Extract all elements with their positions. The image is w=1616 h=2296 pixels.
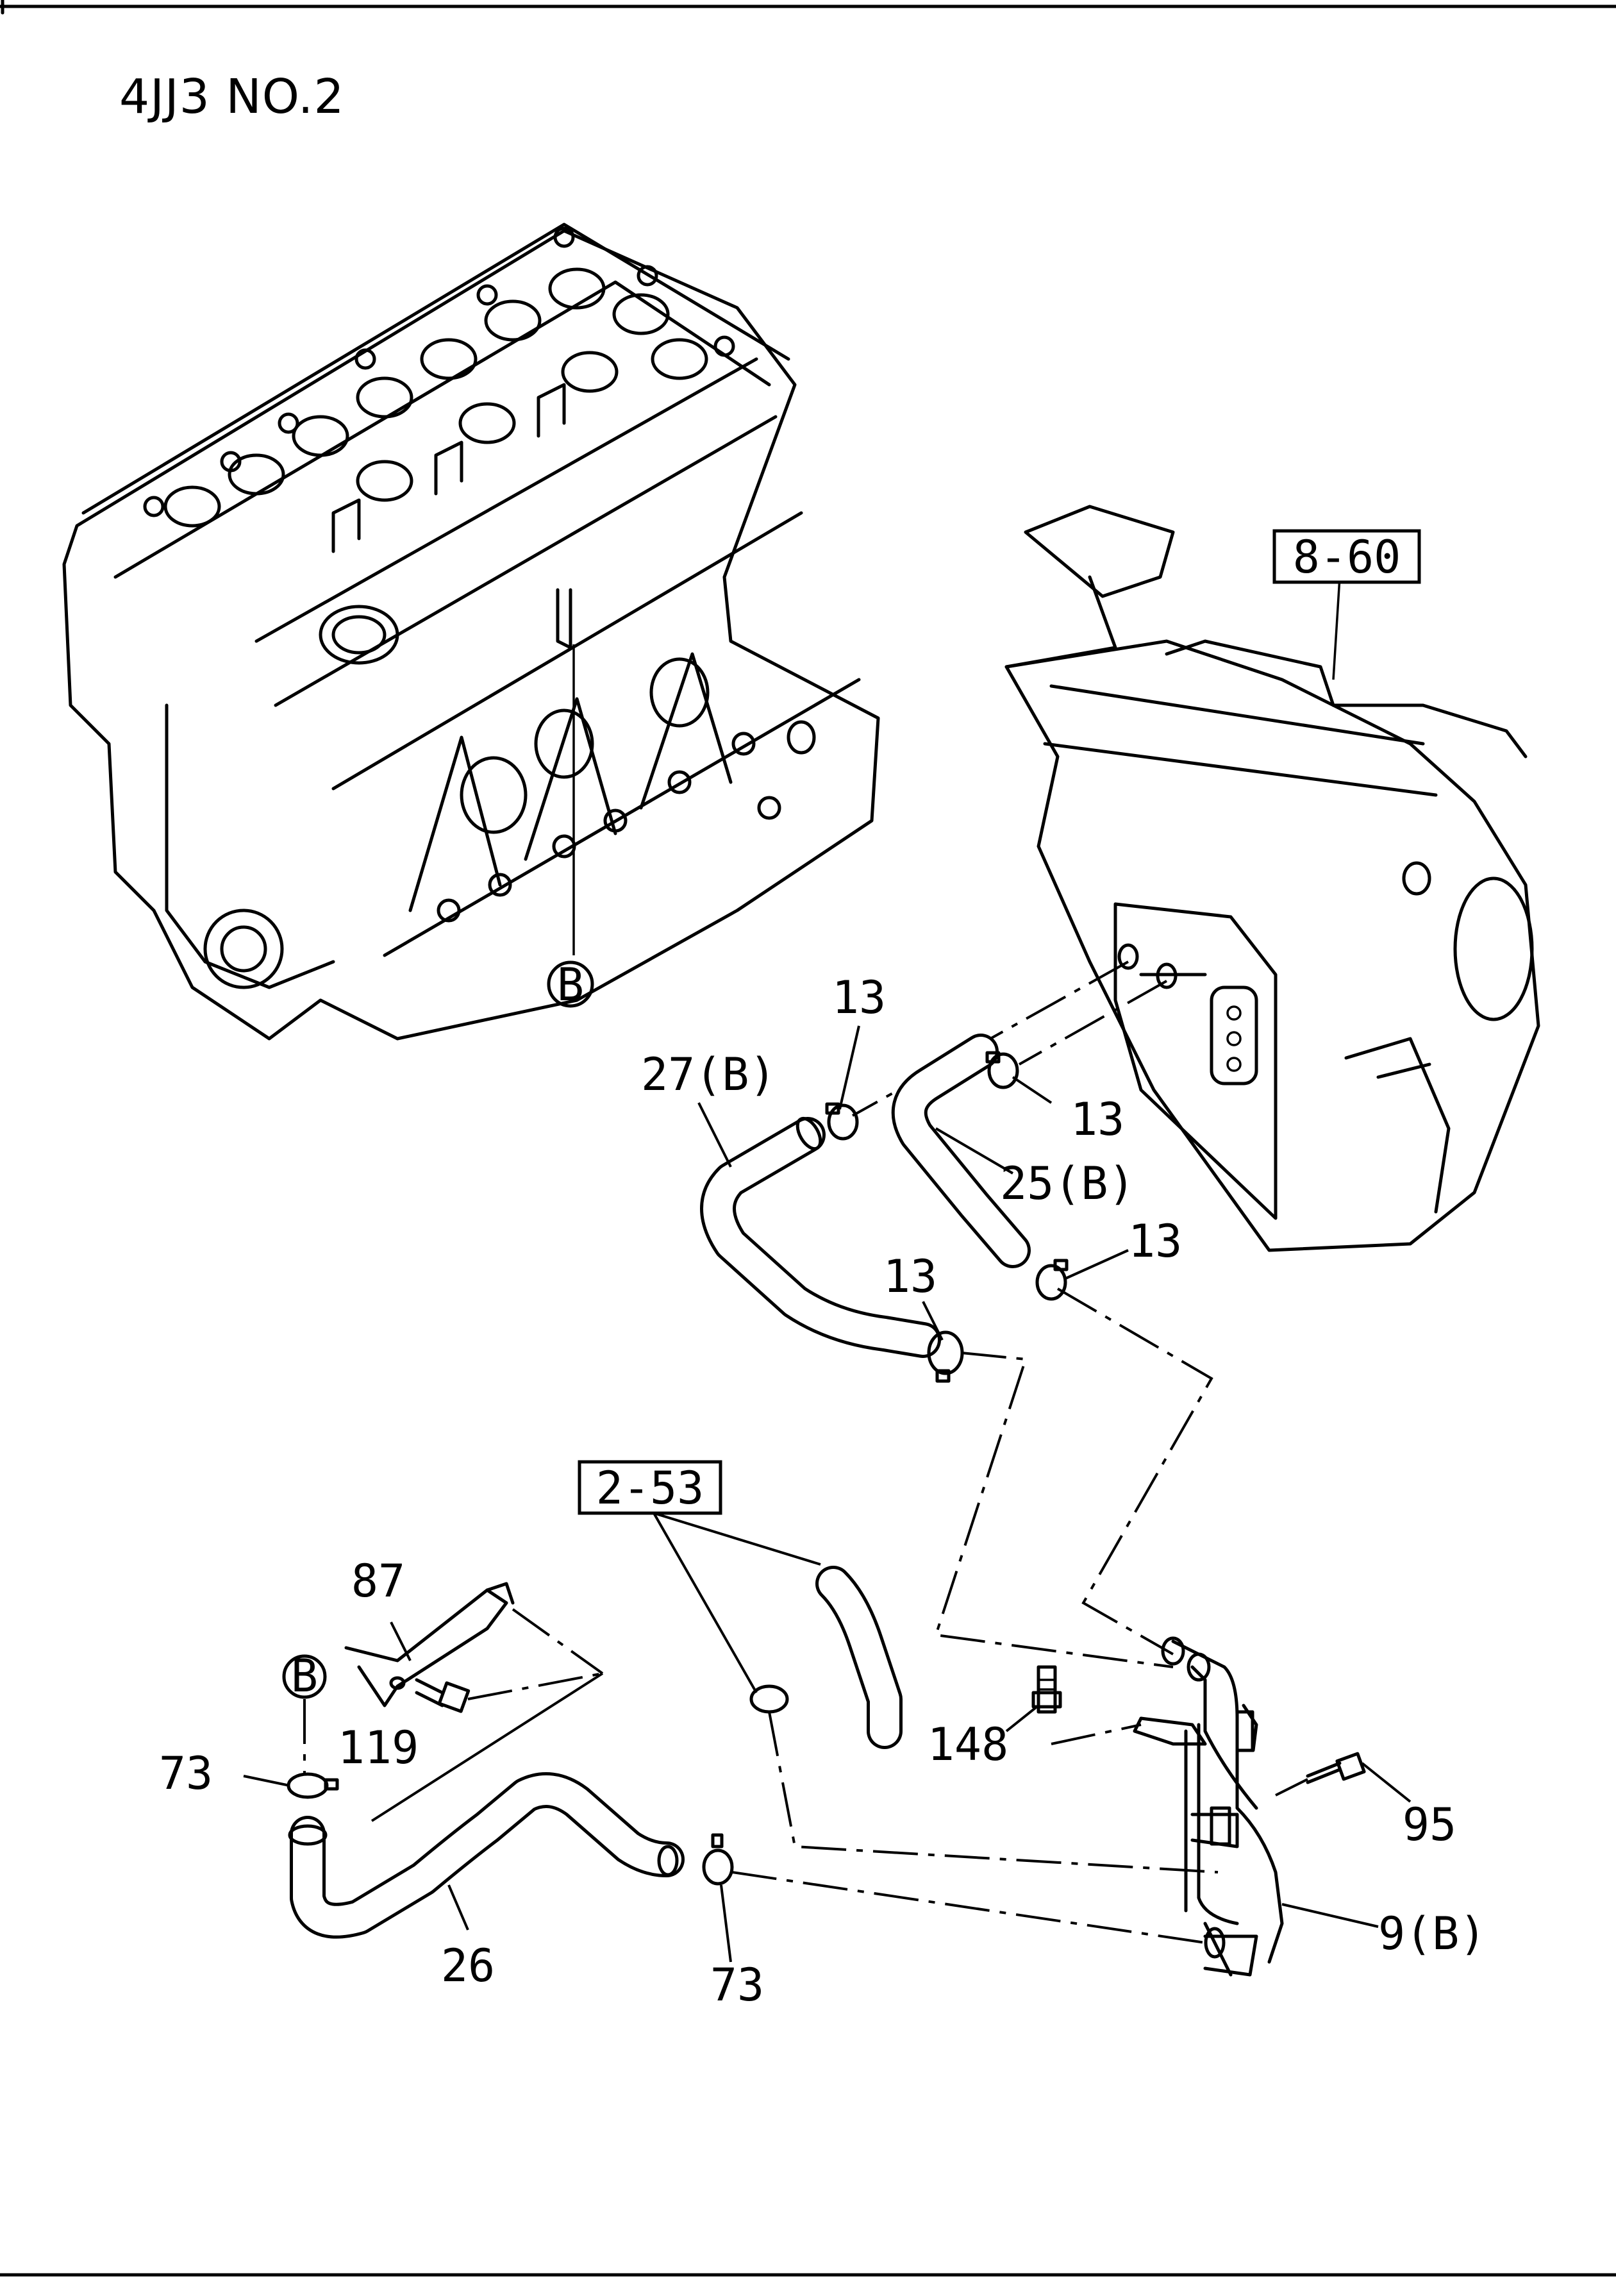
hose-25b[interactable]	[891, 1034, 1031, 1268]
dash-bolt-to-pipe	[1275, 1778, 1308, 1797]
heater-box-leader	[1332, 576, 1341, 680]
leader-ref-to-hose	[653, 1512, 821, 1566]
hose-27b[interactable]	[700, 1114, 941, 1358]
heater-unit-ref-text: 8-60	[1293, 531, 1401, 583]
thermostat-hose-clip[interactable]	[749, 1684, 789, 1714]
hose-clip-right-upper[interactable]	[985, 1051, 1019, 1089]
callout-clip-mid: 13	[883, 1250, 937, 1303]
leader-fitting-148	[1005, 1704, 1040, 1732]
leader-ref-to-clip	[653, 1513, 758, 1693]
thermostat-hose[interactable]	[815, 1566, 903, 1749]
callout-bracket-87: 87	[351, 1555, 405, 1607]
callout-clip-right-lower: 13	[1128, 1215, 1182, 1268]
hose-point-label: B	[291, 1650, 318, 1702]
engine-point-marker: B	[547, 959, 594, 1011]
hose-clip-right-lower[interactable]	[1035, 1259, 1069, 1301]
leader-clamp-73-left	[243, 1775, 290, 1787]
dash-thermo-clip-to-pipe	[768, 1711, 1219, 1873]
hose-clamp-73-left[interactable]	[287, 1772, 339, 1799]
hose-clamp-73-bottom[interactable]	[702, 1833, 734, 1886]
dash-bolt119-to-hose	[467, 1672, 603, 1700]
dash-fitting-to-bracket	[1051, 1723, 1142, 1745]
water-pipe-9b[interactable]	[1133, 1636, 1284, 1977]
bracket-87[interactable]	[344, 1582, 515, 1707]
dash-clamp-to-pipe	[731, 1871, 1206, 1944]
callout-pipe-9b: 9(B)	[1378, 1907, 1487, 1960]
heater-unit-drawing	[1004, 505, 1540, 1252]
callout-fitting-148: 148	[928, 1718, 1008, 1771]
page-title: 4JJ3 NO.2	[119, 69, 345, 124]
leader-hose-26	[447, 1884, 469, 1931]
dash-clip-lower-to-pipe	[1056, 1287, 1213, 1655]
leader-hose-26-top	[371, 1672, 604, 1822]
callout-bolt-95: 95	[1403, 1798, 1456, 1851]
hose-clip-mid[interactable]	[927, 1330, 964, 1383]
callout-hose-25b: 25(B)	[1000, 1157, 1135, 1210]
heater-unit-ref-box: 8-60	[1272, 529, 1421, 584]
camshaft-caps	[143, 226, 735, 528]
leader-bolt-95	[1361, 1762, 1412, 1803]
bolt-119[interactable]	[415, 1678, 471, 1713]
coolant-hose-26[interactable]	[288, 1772, 685, 1939]
callout-bolt-119: 119	[338, 1722, 419, 1774]
callout-clip-right-upper: 13	[1070, 1093, 1124, 1146]
leader-clip-mid	[922, 1301, 944, 1341]
callout-clip-top: 13	[832, 971, 886, 1024]
engine-point-label: B	[557, 959, 584, 1011]
hose-clip-top[interactable]	[825, 1102, 859, 1141]
callout-hose-27b: 27(B)	[641, 1048, 776, 1101]
leader-clip-right-upper	[1012, 1076, 1053, 1104]
bolt-95[interactable]	[1306, 1752, 1366, 1784]
leader-clip-right-lower	[1063, 1249, 1129, 1280]
thermostat-ref-box: 2-53	[578, 1460, 722, 1515]
thermostat-ref-text: 2-53	[596, 1462, 704, 1514]
callout-hose-26: 26	[441, 1940, 495, 1992]
hose-point-marker: B	[282, 1650, 327, 1702]
dash-clip-mid-to-pipe	[934, 1352, 1174, 1668]
leader-clamp-73-bottom	[720, 1884, 732, 1963]
dash-bracket-to-hose	[512, 1608, 604, 1675]
callout-clamp-73-bottom: 73	[710, 1959, 764, 2011]
leader-hose-27b	[697, 1102, 732, 1168]
leader-hose-25b	[935, 1127, 1014, 1175]
callout-clamp-73-left: 73	[159, 1747, 213, 1800]
leader-clip-top	[838, 1025, 860, 1110]
fitting-148[interactable]	[1031, 1665, 1062, 1714]
engine-block-drawing	[62, 222, 880, 1041]
leader-pipe-9b	[1281, 1903, 1379, 1928]
dash-heater-to-clip-upper	[1019, 980, 1167, 1066]
leader-bracket-87	[390, 1621, 412, 1661]
